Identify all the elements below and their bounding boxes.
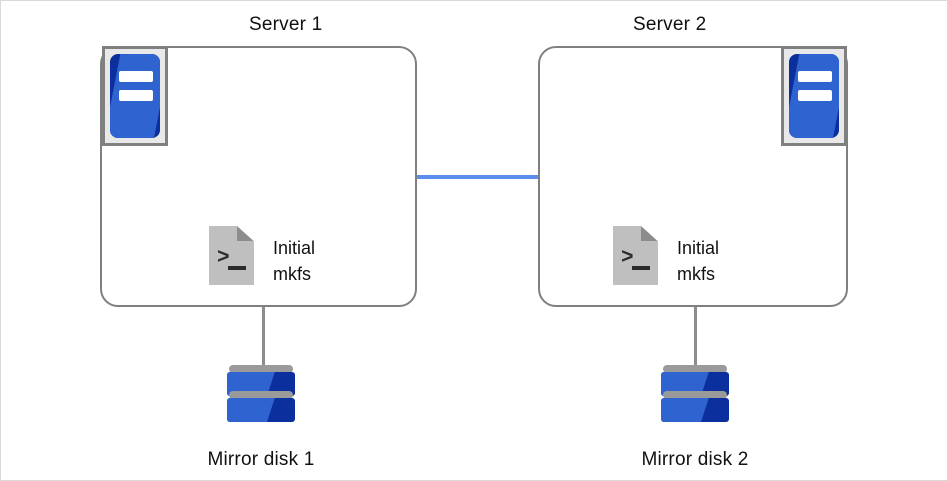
terminal-script-icon: > bbox=[209, 226, 254, 285]
mirror-disk-1-label: Mirror disk 1 bbox=[207, 449, 315, 470]
mirror-disk-1-icon bbox=[227, 365, 295, 427]
server-icon-body bbox=[110, 54, 160, 138]
script-prompt-glyph: > bbox=[621, 247, 634, 270]
disk-cap-top bbox=[663, 365, 727, 373]
interconnect-link bbox=[417, 175, 539, 179]
disk-cap-top bbox=[229, 365, 293, 373]
server-1-title: Server 1 bbox=[249, 14, 323, 35]
server-1-script-label: Initial mkfs bbox=[273, 235, 315, 287]
disk-cap-middle bbox=[229, 391, 293, 399]
disk-cap-middle bbox=[663, 391, 727, 399]
server-2-disk-stem bbox=[694, 307, 697, 365]
server-2-title: Server 2 bbox=[633, 14, 707, 35]
server-icon-bar-top bbox=[119, 71, 153, 82]
mirror-disk-2-label: Mirror disk 2 bbox=[641, 449, 749, 470]
server-1-disk-stem bbox=[262, 307, 265, 365]
disk-platter-lower bbox=[227, 398, 295, 422]
mirror-disk-2-icon bbox=[661, 365, 729, 427]
script-cursor-underscore bbox=[632, 266, 650, 270]
server-1-script-label-line1: Initial bbox=[273, 238, 316, 258]
server-icon bbox=[102, 46, 168, 146]
server-icon-bar-bottom bbox=[119, 90, 153, 101]
script-cursor-underscore bbox=[228, 266, 246, 270]
server-2-script-label-line1: Initial bbox=[677, 238, 720, 258]
terminal-script-icon: > bbox=[613, 226, 658, 285]
script-prompt-glyph: > bbox=[217, 247, 230, 270]
server-icon-bar-top bbox=[798, 71, 832, 82]
server-1-script-label-line2: mkfs bbox=[273, 264, 311, 285]
server-icon-bar-bottom bbox=[798, 90, 832, 101]
script-page-shape bbox=[613, 226, 658, 285]
disk-platter-lower bbox=[661, 398, 729, 422]
script-page-shape bbox=[209, 226, 254, 285]
server-icon-body bbox=[789, 54, 839, 138]
server-icon bbox=[781, 46, 847, 146]
server-2-script-label: Initial mkfs bbox=[677, 235, 719, 287]
server-2-script-label-line2: mkfs bbox=[677, 264, 715, 285]
